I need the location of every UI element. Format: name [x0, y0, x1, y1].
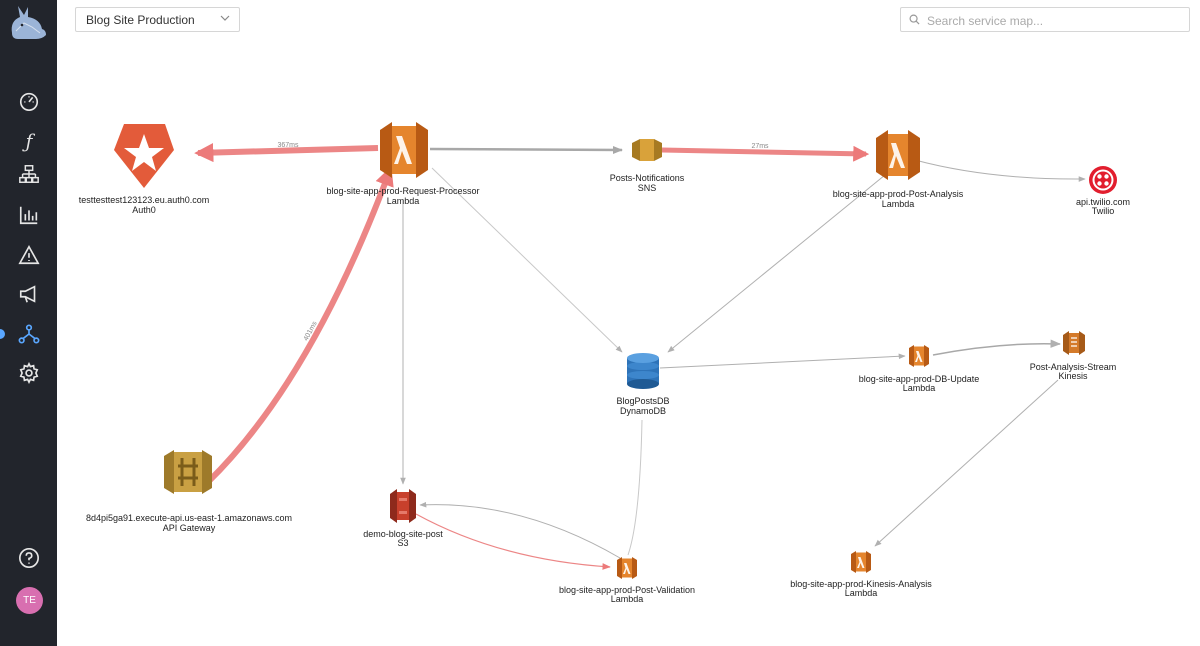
edge-db-update-to-kinesis[interactable]: [932, 339, 1062, 356]
edge-api-gateway-to-request-processor[interactable]: [205, 166, 394, 485]
node-dynamodb[interactable]: BlogPostsDB DynamoDB: [616, 353, 670, 416]
node-s3[interactable]: demo-blog-site-post S3: [363, 489, 443, 548]
edge-s3-to-post-validation[interactable]: [415, 513, 611, 570]
lambda-icon: [617, 557, 637, 579]
node-request-processor[interactable]: blog-site-app-prod-Request-Processor Lam…: [326, 122, 480, 206]
environment-select-value: Blog Site Production: [86, 12, 195, 27]
edge-post-analysis-to-twilio[interactable]: [914, 159, 1086, 182]
node-sns-label: Posts-Notifications: [610, 173, 685, 183]
sns-icon: [632, 139, 662, 161]
node-auth0[interactable]: testtesttest123123.eu.auth0.com Auth0: [79, 124, 210, 215]
help-icon: [19, 548, 39, 568]
edge-label-sns-post-analysis: 27ms: [751, 143, 769, 150]
node-twilio-label: api.twilio.com: [1076, 197, 1130, 207]
edge-request-processor-to-sns[interactable]: [429, 145, 623, 154]
dashboard-icon: [19, 92, 39, 111]
search-input[interactable]: [925, 11, 1185, 30]
node-sns[interactable]: Posts-Notifications SNS: [610, 139, 685, 193]
node-kinesis[interactable]: Post-Analysis-Stream Kinesis: [1030, 331, 1117, 381]
node-kinesis-label: Post-Analysis-Stream: [1030, 362, 1117, 372]
rabbit-logo-icon: [11, 6, 47, 39]
node-sns-type: SNS: [638, 183, 657, 193]
node-kinesis-type: Kinesis: [1058, 371, 1088, 381]
sidebar-item-notifications[interactable]: [14, 279, 44, 309]
sidebar: ƒ: [0, 0, 57, 646]
service-map-icon: [18, 324, 40, 344]
lambda-icon: [876, 130, 920, 180]
lambda-icon: [909, 345, 929, 367]
sidebar-item-functions[interactable]: ƒ: [14, 126, 44, 156]
services-icon: [19, 165, 39, 183]
node-api-gateway[interactable]: 8d4pi5ga91.execute-api.us-east-1.amazona…: [86, 450, 292, 533]
api-gateway-icon: [164, 450, 212, 494]
logo[interactable]: [6, 3, 52, 45]
node-post-analysis[interactable]: blog-site-app-prod-Post-Analysis Lambda: [833, 130, 964, 209]
edges: [194, 142, 1086, 570]
node-auth0-type: Auth0: [132, 205, 156, 215]
search-box[interactable]: [900, 7, 1190, 32]
avatar[interactable]: TE: [16, 587, 43, 614]
node-db-update-label: blog-site-app-prod-DB-Update: [859, 374, 980, 384]
chevron-down-icon: [220, 15, 230, 21]
active-indicator: [0, 329, 5, 339]
node-post-analysis-type: Lambda: [882, 199, 915, 209]
edge-label-rp-auth0: 367ms: [277, 142, 299, 149]
sidebar-item-dashboard[interactable]: [14, 86, 44, 116]
sidebar-item-service-map[interactable]: [14, 319, 44, 349]
edge-request-processor-to-auth0[interactable]: [194, 142, 379, 163]
node-kinesis-analysis[interactable]: blog-site-app-prod-Kinesis-Analysis Lamb…: [790, 551, 932, 598]
twilio-icon: [1089, 166, 1117, 194]
sidebar-item-services[interactable]: [14, 159, 44, 189]
sidebar-item-alerts[interactable]: [14, 240, 44, 270]
functions-icon: ƒ: [22, 131, 36, 152]
sidebar-item-metrics[interactable]: [14, 200, 44, 230]
dynamodb-icon: [627, 353, 659, 389]
node-api-gateway-label: 8d4pi5ga91.execute-api.us-east-1.amazona…: [86, 513, 292, 523]
node-dynamodb-label: BlogPostsDB: [616, 396, 669, 406]
node-request-processor-type: Lambda: [387, 196, 420, 206]
node-api-gateway-type: API Gateway: [163, 523, 216, 533]
auth0-icon: [114, 124, 174, 188]
environment-select[interactable]: Blog Site Production: [75, 7, 240, 32]
lambda-icon: [380, 122, 428, 178]
node-dynamodb-type: DynamoDB: [620, 406, 666, 416]
kinesis-icon: [1063, 331, 1085, 355]
edge-sns-to-post-analysis[interactable]: [661, 145, 870, 162]
node-twilio-type: Twilio: [1092, 206, 1115, 216]
node-request-processor-label: blog-site-app-prod-Request-Processor: [326, 186, 479, 196]
metrics-icon: [19, 206, 38, 225]
node-s3-type: S3: [397, 538, 408, 548]
edge-post-analysis-to-dynamodb[interactable]: [667, 174, 886, 353]
node-post-validation[interactable]: blog-site-app-prod-Post-Validation Lambd…: [559, 557, 695, 604]
edge-dynamodb-to-post-validation[interactable]: [627, 419, 643, 556]
node-post-validation-label: blog-site-app-prod-Post-Validation: [559, 585, 695, 595]
edge-post-validation-to-s3[interactable]: [419, 501, 621, 559]
settings-icon: [19, 362, 39, 384]
edge-request-processor-to-dynamodb[interactable]: [431, 167, 623, 353]
node-kinesis-analysis-label: blog-site-app-prod-Kinesis-Analysis: [790, 579, 932, 589]
node-auth0-label: testtesttest123123.eu.auth0.com: [79, 195, 210, 205]
s3-icon: [390, 489, 416, 523]
help-button[interactable]: [14, 543, 44, 573]
node-s3-label: demo-blog-site-post: [363, 529, 443, 539]
node-db-update[interactable]: blog-site-app-prod-DB-Update Lambda: [859, 345, 980, 393]
notifications-icon: [19, 285, 36, 303]
edge-dynamodb-to-db-update[interactable]: [659, 353, 906, 369]
node-kinesis-analysis-type: Lambda: [845, 588, 878, 598]
edge-kinesis-to-kinesis-analysis[interactable]: [874, 379, 1059, 547]
node-db-update-type: Lambda: [903, 383, 936, 393]
sidebar-item-settings[interactable]: [14, 358, 44, 388]
node-twilio[interactable]: api.twilio.com Twilio: [1076, 166, 1130, 216]
alerts-icon: [18, 245, 40, 265]
node-post-analysis-label: blog-site-app-prod-Post-Analysis: [833, 189, 964, 199]
search-icon: [909, 14, 920, 25]
lambda-icon: [851, 551, 871, 573]
node-post-validation-type: Lambda: [611, 594, 644, 604]
svg-text:ƒ: ƒ: [22, 131, 36, 152]
